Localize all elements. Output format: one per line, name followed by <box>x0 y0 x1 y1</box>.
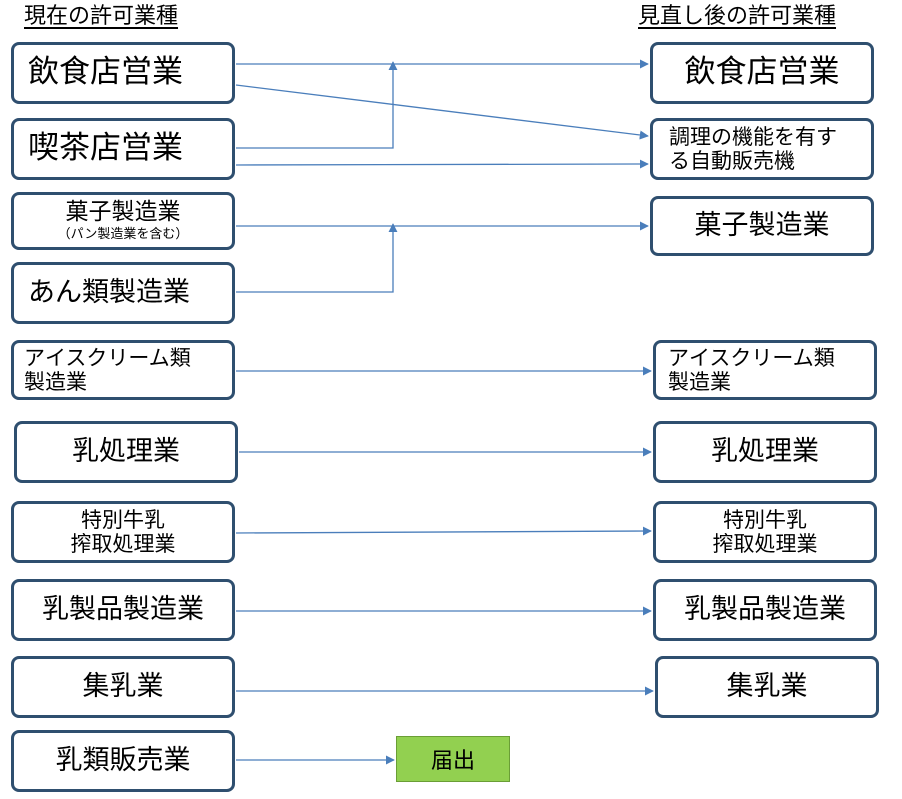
notification-box: 届出 <box>396 736 510 782</box>
revised-special-milk-box: 特別牛乳 搾取処理業 <box>653 501 877 563</box>
current-milk-collection-box: 集乳業 <box>11 656 235 718</box>
revised-milk-collection-box: 集乳業 <box>655 656 879 718</box>
revised-vending-machine-label-line1: 調理の機能を有す <box>669 124 837 149</box>
current-milk-sales-label: 乳類販売業 <box>55 745 191 777</box>
revised-dairy-products-box: 乳製品製造業 <box>653 579 877 641</box>
current-bean-paste-label: あん類製造業 <box>28 277 190 309</box>
arrow-special-milk-to-special-milk <box>235 526 652 536</box>
current-dairy-products-label: 乳製品製造業 <box>42 594 204 626</box>
current-special-milk-label-line2: 搾取処理業 <box>70 532 176 556</box>
current-special-milk-box: 特別牛乳 搾取処理業 <box>11 501 235 563</box>
revised-ice-cream-label-line1: アイスクリーム類 <box>668 345 835 370</box>
revised-ice-cream-box: アイスクリーム類 製造業 <box>653 340 877 400</box>
current-milk-sales-box: 乳類販売業 <box>11 730 235 792</box>
current-bean-paste-box: あん類製造業 <box>11 262 235 324</box>
current-restaurant-label: 飲食店営業 <box>28 54 183 91</box>
revised-milk-processing-box: 乳処理業 <box>653 421 877 483</box>
current-dairy-products-box: 乳製品製造業 <box>11 579 235 641</box>
current-milk-processing-label: 乳処理業 <box>72 436 180 468</box>
notification-label: 届出 <box>430 749 475 774</box>
arrow-cafe-to-vending-machine <box>235 159 649 169</box>
current-confectionery-box: 菓子製造業 （パン製造業を含む） <box>11 192 235 250</box>
current-licenses-heading: 現在の許可業種 <box>24 4 179 29</box>
arrow-restaurant-to-vending-machine <box>235 84 649 140</box>
revised-confectionery-box: 菓子製造業 <box>650 196 874 256</box>
revised-vending-machine-box: 調理の機能を有す る自動販売機 <box>650 118 874 180</box>
revised-confectionery-label: 菓子製造業 <box>694 210 830 242</box>
current-milk-processing-box: 乳処理業 <box>14 421 238 483</box>
current-milk-collection-label: 集乳業 <box>82 671 164 703</box>
current-special-milk-label-line1: 特別牛乳 <box>81 507 165 532</box>
arrow-cafe-to-restaurant <box>236 61 398 149</box>
current-cafe-box: 喫茶店営業 <box>11 118 235 180</box>
revised-restaurant-label: 飲食店営業 <box>684 54 840 91</box>
current-ice-cream-box: アイスクリーム類 製造業 <box>11 340 235 400</box>
revised-vending-machine-label-line2: る自動販売機 <box>669 149 795 173</box>
revised-milk-processing-label: 乳処理業 <box>711 436 819 468</box>
revised-special-milk-label-line2: 搾取処理業 <box>712 532 818 556</box>
revised-milk-collection-label: 集乳業 <box>726 671 808 703</box>
arrow-bean-paste-to-confectionery <box>236 223 398 293</box>
current-ice-cream-label-line1: アイスクリーム類 <box>24 345 191 370</box>
current-cafe-label: 喫茶店営業 <box>28 130 183 167</box>
revised-ice-cream-label-line2: 製造業 <box>668 370 731 394</box>
current-confectionery-label: 菓子製造業 <box>65 199 181 226</box>
current-restaurant-box: 飲食店営業 <box>11 42 235 104</box>
current-ice-cream-label-line2: 製造業 <box>24 370 87 394</box>
current-confectionery-note: （パン製造業を含む） <box>57 226 189 242</box>
revised-licenses-heading: 見直し後の許可業種 <box>638 4 837 29</box>
revised-special-milk-label-line1: 特別牛乳 <box>723 507 807 532</box>
revised-dairy-products-label: 乳製品製造業 <box>684 594 846 626</box>
revised-restaurant-box: 飲食店営業 <box>650 42 874 104</box>
